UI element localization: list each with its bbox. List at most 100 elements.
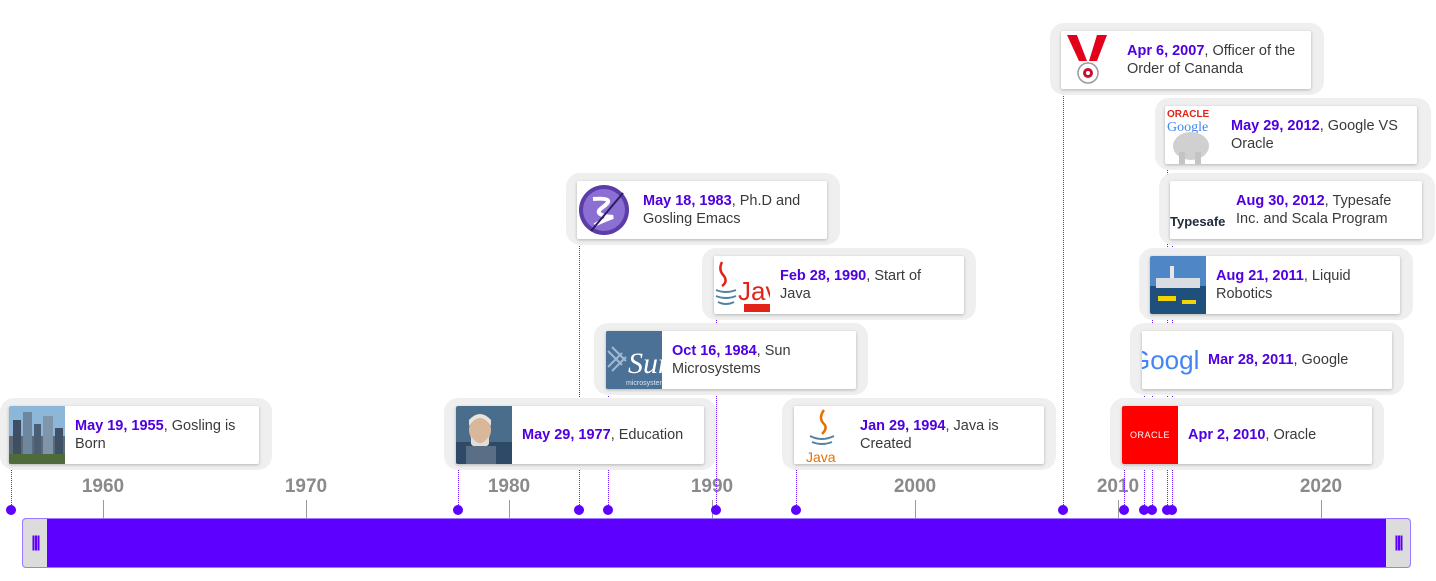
portrait-icon [456,406,512,464]
event-card-text: May 29, 1977, Education [522,427,684,443]
event-dot[interactable] [574,505,584,515]
event-card-phd-emacs[interactable]: May 18, 1983, Ph.D and Gosling Emacs [577,181,827,239]
event-card-text: Aug 21, 2011, Liquid Robotics [1216,268,1351,302]
event-card-liquid-robotics[interactable]: Aug 21, 2011, Liquid Robotics [1150,256,1400,314]
event-title: Google VS Oracle [1231,118,1398,152]
google-wordmark: Google [1167,120,1208,135]
event-date: Aug 21, 2011 [1216,268,1304,284]
event-card-officer-order[interactable]: Apr 6, 2007, Officer of the Order of Can… [1061,31,1311,89]
event-card-typesafe[interactable]: Typesafe Aug 30, 2012, Typesafe Inc. and… [1170,181,1422,239]
axis-tick [103,500,104,519]
event-connector [11,465,12,509]
timeline-range-bar[interactable]: ||| ||| [22,518,1411,568]
axis-label-1990: 1990 [690,476,734,497]
event-card-google-vs-oracle[interactable]: ORACLE Google May 29, 2012, Google VS Or… [1165,106,1417,164]
event-card-sun[interactable]: Sun microsystems Oct 16, 1984, Sun Micro… [606,331,856,389]
event-date: Oct 16, 1984 [672,343,757,359]
event-dot[interactable] [1167,505,1177,515]
event-card-text: Aug 30, 2012, Typesafe Inc. and Scala Pr… [1236,193,1392,227]
event-card-text: Mar 28, 2011, Google [1208,352,1349,368]
axis-tick [306,500,307,519]
event-date: May 29, 1977 [522,427,611,443]
event-title: Liquid Robotics [1216,268,1351,302]
event-dot[interactable] [791,505,801,515]
event-date: Aug 30, 2012 [1236,193,1325,209]
city-skyline-icon [9,406,65,464]
event-card-text: Apr 6, 2007, Officer of the Order of Can… [1127,43,1296,77]
axis-tick [915,500,916,519]
event-date: Jan 29, 1994 [860,418,946,434]
oracle-wordmark: ORACLE [1167,109,1210,120]
google-logo-icon: Google [1142,331,1198,389]
event-card-text: Jan 29, 1994, Java is Created [860,418,999,452]
event-card-text: Apr 2, 2010, Oracle [1188,427,1317,443]
event-title: Typesafe Inc. and Scala Program [1236,193,1392,227]
typesafe-logo-icon: Typesafe [1170,181,1226,239]
event-title: Education [618,427,684,443]
event-dot[interactable] [603,505,613,515]
event-date: Mar 28, 2011 [1208,352,1294,368]
event-date: May 29, 2012 [1231,118,1320,134]
axis-tick [509,500,510,519]
google-wordmark: Google [1142,345,1198,375]
event-connector [1063,90,1064,509]
event-date: May 18, 1983 [643,193,732,209]
event-date: Apr 6, 2007 [1127,43,1205,59]
boat-photo-icon [1150,256,1206,314]
event-card-start-java[interactable]: Java Feb 28, 1990, Start of Java [714,256,964,314]
java-logo-icon: Java [794,406,850,464]
event-dot[interactable] [1058,505,1068,515]
event-connector [1124,465,1125,509]
oracle-wordmark: ORACLE [1129,430,1170,440]
axis-label-1960: 1960 [81,476,125,497]
event-title: Ph.D and Gosling Emacs [643,193,801,227]
google-oracle-logo-icon: ORACLE Google [1165,106,1221,164]
oracle-logo-icon: ORACLE [1122,406,1178,464]
axis-label-2000: 2000 [893,476,937,497]
event-title: Oracle [1273,427,1317,443]
axis-tick [1321,500,1322,519]
event-dot[interactable] [6,505,16,515]
event-date: Feb 28, 1990 [780,268,867,284]
event-card-java-created[interactable]: Java Jan 29, 1994, Java is Created [794,406,1044,464]
axis-tick [1118,500,1119,519]
event-dot[interactable] [1119,505,1129,515]
event-title: Sun Microsystems [672,343,791,377]
sun-logo-subtext: microsystems [626,380,662,387]
event-connector [716,315,717,509]
event-card-text: Oct 16, 1984, Sun Microsystems [672,343,791,377]
range-handle-left[interactable]: ||| [23,519,47,567]
event-dot[interactable] [1139,505,1149,515]
event-card-oracle[interactable]: ORACLE Apr 2, 2010, Oracle [1122,406,1372,464]
event-title: Java is Created [860,418,999,452]
event-connector [796,465,797,509]
event-dot[interactable] [1147,505,1157,515]
java-wordmark: Java [738,276,770,306]
event-connector [579,240,580,509]
event-card-google[interactable]: Google Mar 28, 2011, Google [1142,331,1392,389]
event-card-education[interactable]: May 29, 1977, Education [456,406,704,464]
event-dot[interactable] [453,505,463,515]
event-date: May 19, 1955 [75,418,164,434]
axis-label-2010: 2010 [1096,476,1140,497]
event-title: Start of Java [780,268,922,302]
event-card-gosling-born[interactable]: May 19, 1955, Gosling is Born [9,406,259,464]
event-title: Google [1301,352,1349,368]
java-oracle-logo-icon: Java [714,256,770,314]
axis-label-2020: 2020 [1299,476,1343,497]
event-title: Gosling is Born [75,418,236,452]
emacs-logo-icon [577,181,633,239]
event-card-text: May 19, 1955, Gosling is Born [75,418,236,452]
range-handle-right[interactable]: ||| [1386,519,1410,567]
event-dot[interactable] [711,505,721,515]
event-title: Officer of the Order of Cananda [1127,43,1296,77]
axis-label-1970: 1970 [284,476,328,497]
event-connector [458,465,459,509]
axis-label-1980: 1980 [487,476,531,497]
sun-logo-text: Sun [628,347,662,380]
sun-logo-icon: Sun microsystems [606,331,662,389]
event-card-text: Feb 28, 1990, Start of Java [780,268,922,302]
event-date: Apr 2, 2010 [1188,427,1266,443]
order-medal-icon [1061,31,1117,89]
